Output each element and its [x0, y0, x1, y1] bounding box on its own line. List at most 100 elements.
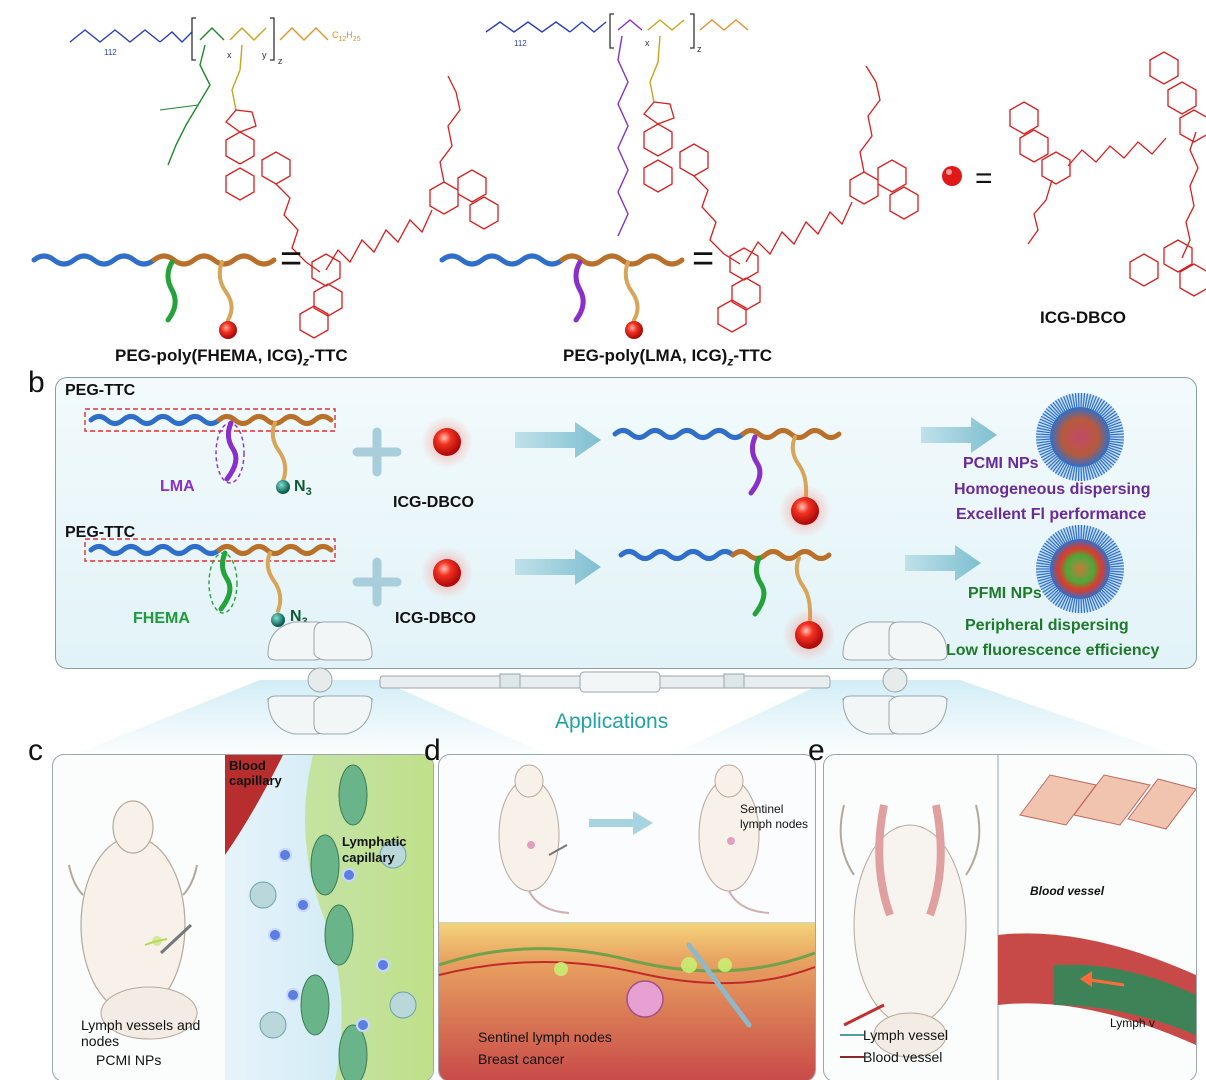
bracket-fhema: [191, 17, 275, 61]
cartoon-peg-fhema: [31, 253, 157, 267]
np-corona-strand: [1045, 587, 1058, 598]
panel-a-cartoons: [31, 253, 685, 339]
np-corona-strand: [1071, 393, 1076, 408]
np-corona-strand: [1107, 553, 1122, 560]
np-corona-strand: [1065, 394, 1072, 409]
np-corona-strand: [1084, 525, 1089, 540]
cartoon-lma-arm: [573, 259, 586, 323]
lymph-v-label-e: Lymph v: [1110, 1016, 1155, 1030]
np-corona-strand: [1036, 572, 1051, 576]
equals-fhema: =: [280, 238, 303, 280]
np-corona-strand: [1109, 559, 1124, 564]
icg-sulfo-chain-fhema: [439, 75, 461, 183]
np-corona-strand: [1092, 397, 1100, 411]
cartoon-fhema-arm: [165, 259, 178, 323]
np-corona-strand: [1038, 446, 1053, 453]
np-corona-strand: [1101, 457, 1113, 468]
np-corona-strand: [1099, 403, 1110, 416]
np-corona-strand: [1039, 580, 1053, 588]
np-corona-strand: [1109, 574, 1124, 579]
ester-lma: [569, 21, 607, 33]
np-corona-strand: [1060, 397, 1068, 411]
lymphatic-capillary-label: Lymphatic capillary: [342, 834, 407, 865]
np-corona-strand: [1045, 540, 1058, 551]
np-corona-strand: [1057, 594, 1066, 608]
icg-dbco-ring-right: [1149, 51, 1206, 143]
triazole-fhema: [225, 109, 257, 133]
np-corona-strand: [1103, 410, 1116, 420]
np-corona-strand: [1040, 582, 1054, 591]
np-corona-strand: [1109, 433, 1124, 436]
lymphatic-endothelial-cell: [338, 1024, 368, 1080]
np-corona-strand: [1107, 578, 1122, 585]
np-corona-strand: [1044, 410, 1057, 420]
label-peg-fhema: PEG-poly(FHEMA, ICG)z-TTC: [115, 346, 348, 369]
icg-dbco-label-2: ICG-DBCO: [395, 610, 476, 627]
np-corona-strand: [1097, 401, 1108, 414]
np-corona-strand: [1040, 547, 1054, 556]
np-corona-strand: [1094, 398, 1103, 412]
panel-letter-b: b: [28, 366, 45, 399]
np-corona-strand: [1108, 576, 1123, 582]
row2-arrow2: [905, 545, 981, 581]
np-corona-strand: [1107, 580, 1121, 588]
np-corona-strand: [1103, 454, 1116, 464]
np-corona-strand: [1047, 538, 1059, 549]
np-corona-strand: [1068, 526, 1074, 541]
row1-lma-arm: [224, 420, 239, 482]
np-corona-strand: [1090, 596, 1098, 611]
np-corona-strand: [1109, 572, 1124, 576]
panel-d-art: [439, 764, 815, 1080]
dashed-box-row2: [84, 538, 336, 562]
np-corona-strand: [1036, 430, 1051, 434]
row1-n3-arm: [270, 421, 288, 483]
peg-lma-sub: 112: [514, 39, 527, 48]
peg-chain-fhema: [69, 29, 161, 43]
row2-n3-ball: [271, 613, 285, 627]
np-corona-strand: [1044, 454, 1057, 464]
panel-letter-c: c: [28, 734, 43, 767]
lymphatic-endothelial-cell: [310, 834, 340, 896]
nanoparticle: [286, 988, 300, 1002]
peg-lma-z: z: [697, 44, 702, 54]
np-corona-strand: [1107, 421, 1122, 428]
np-corona-strand: [1050, 590, 1061, 603]
np-corona-strand: [1086, 394, 1092, 409]
equals-icg: =: [975, 162, 993, 195]
np-corona-strand: [1039, 448, 1053, 456]
row2-product-fhema: [752, 555, 767, 617]
immune-cell: [389, 991, 417, 1019]
np-corona-strand: [1088, 465, 1095, 480]
backbone-fhema-x: [199, 27, 225, 41]
cartoon-icg-ball-lma: [625, 321, 643, 339]
np-corona-strand: [1109, 427, 1124, 432]
np-corona-strand: [1044, 542, 1057, 552]
np-corona-strand: [1065, 597, 1072, 612]
np-corona-strand: [1074, 525, 1078, 540]
np-corona-strand: [1105, 452, 1118, 461]
np-corona-strand: [1042, 545, 1055, 554]
np-corona-strand: [1099, 590, 1110, 603]
np-corona-strand: [1052, 592, 1063, 605]
np-corona-strand: [1108, 444, 1123, 450]
icg-polymethine-lma: [745, 201, 853, 263]
peg-fhema-y: y: [262, 50, 267, 60]
np-corona-strand: [1086, 597, 1092, 612]
np-corona-strand: [1106, 415, 1120, 424]
np-corona-strand: [1101, 589, 1113, 600]
np-corona-strand: [1044, 586, 1057, 596]
fhema-cf-bonds: [159, 104, 199, 111]
np-corona-strand: [1038, 578, 1053, 585]
applications-lamps: [60, 621, 1190, 760]
row2-product-peg: [618, 549, 736, 561]
pfmi-line1: Peripheral dispersing: [965, 617, 1129, 634]
nanoparticle: [342, 868, 356, 882]
np-corona-strand: [1036, 565, 1051, 568]
np-corona-strand: [1036, 438, 1051, 441]
np-corona-strand: [1062, 395, 1070, 410]
np-corona-strand: [1086, 465, 1092, 480]
ttc-fhema-label: C12H25: [332, 30, 361, 43]
icg-linker-lma: [649, 35, 661, 103]
icg-indole-right-fhema: [429, 169, 499, 230]
bracket-lma: [609, 13, 695, 49]
